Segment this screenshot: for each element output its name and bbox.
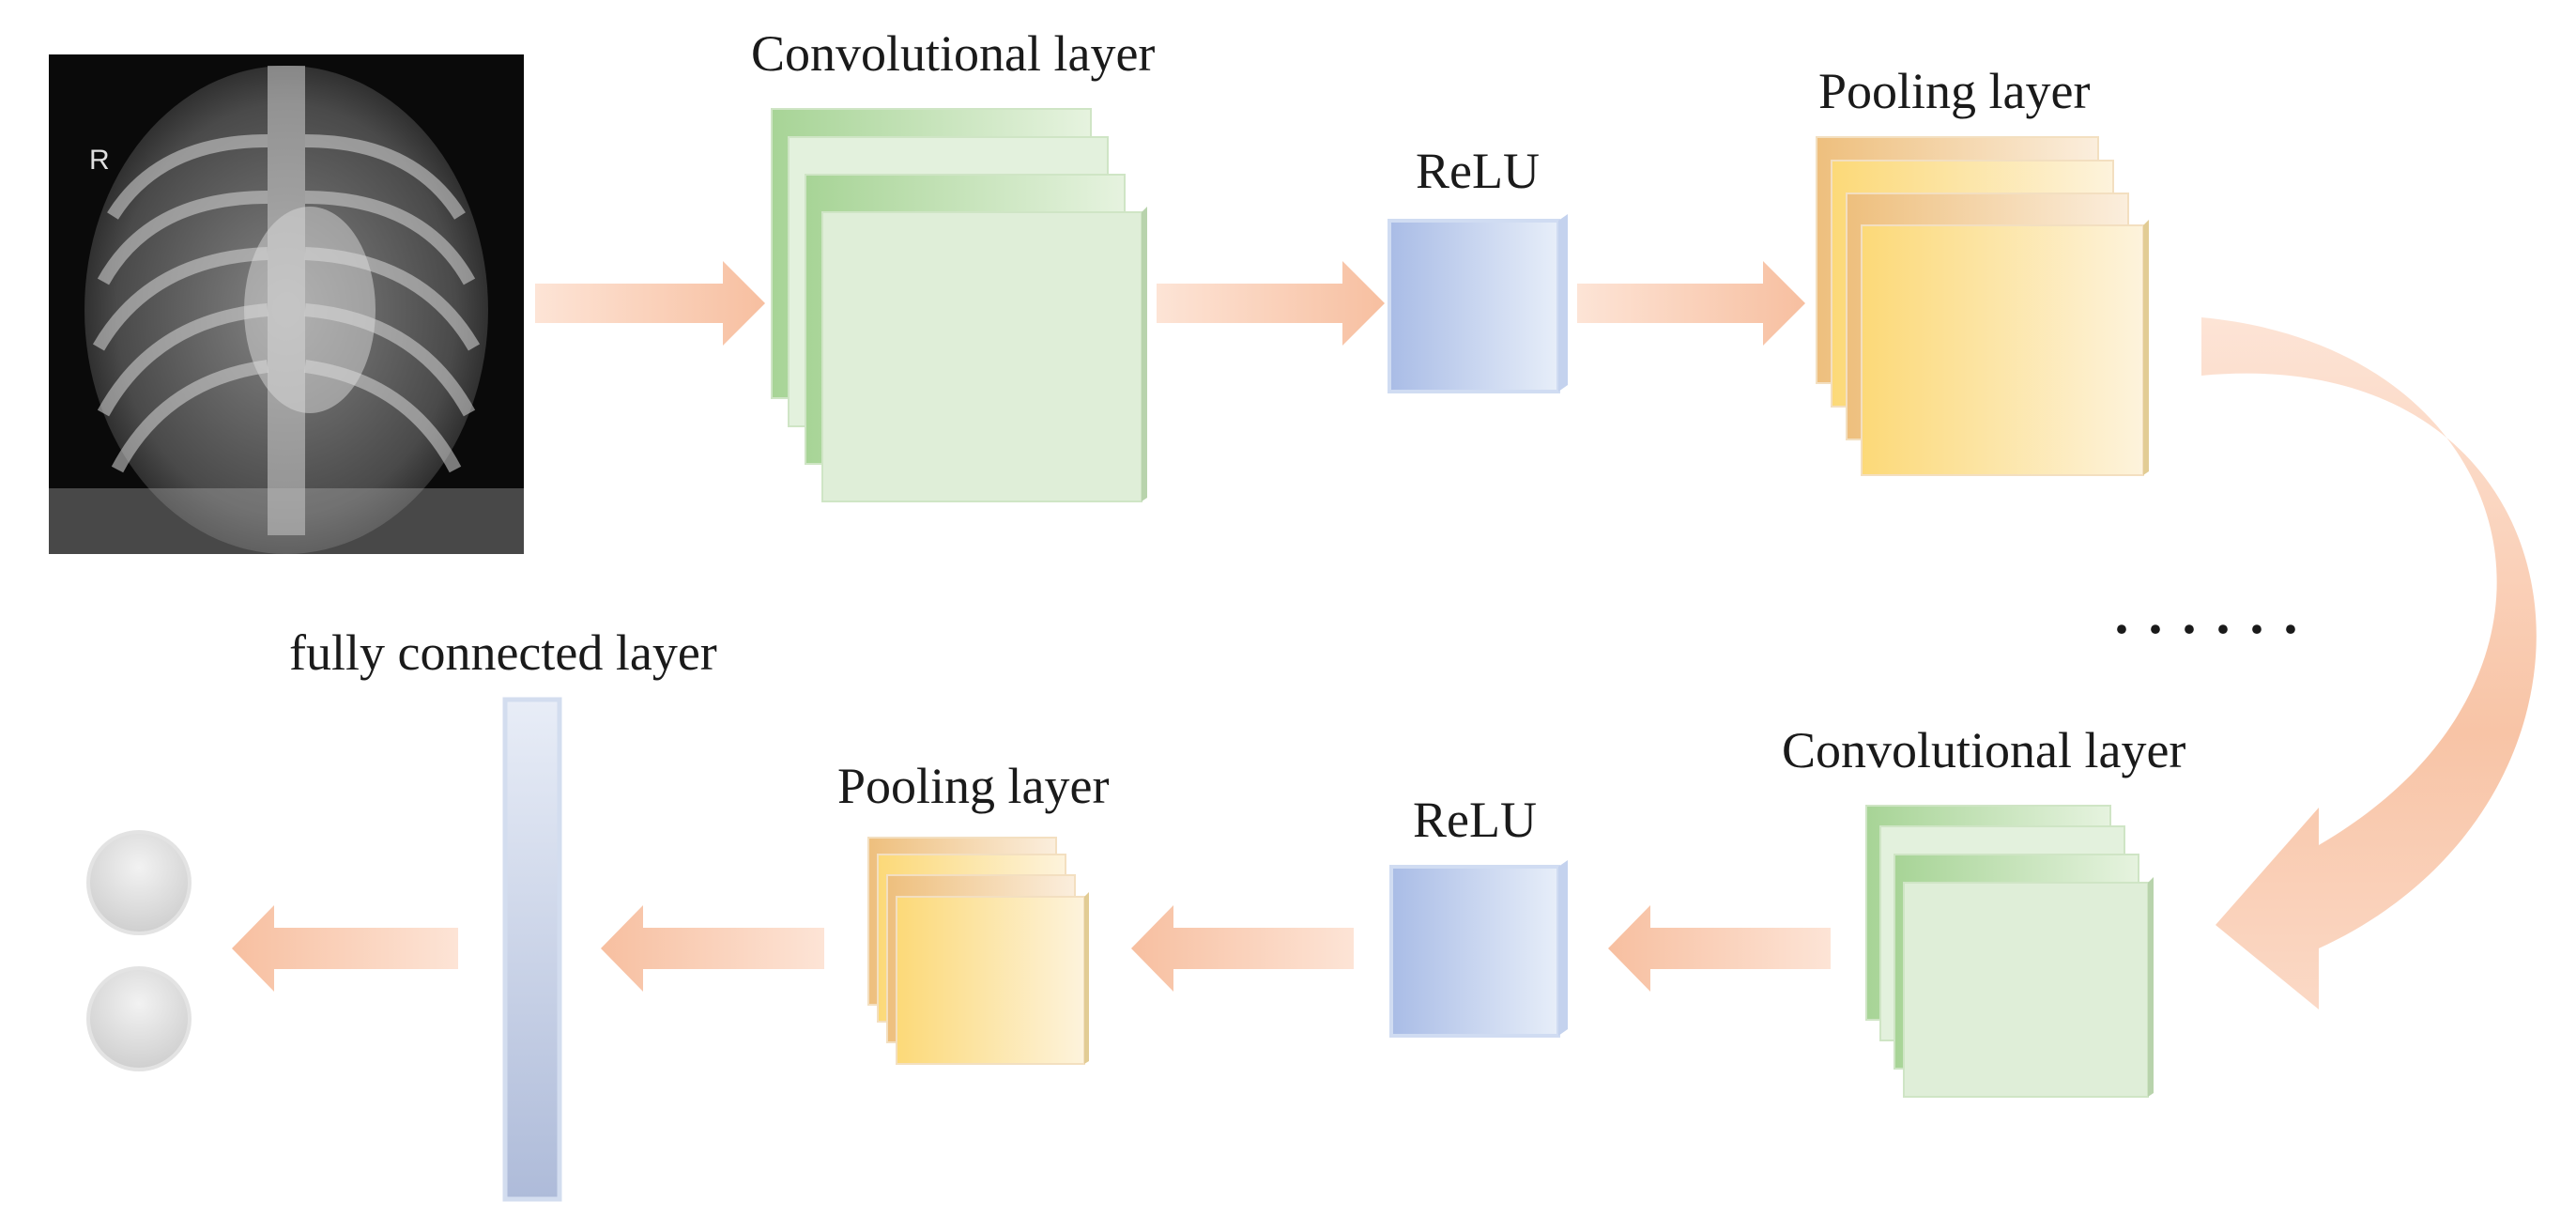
output-node-2 [86, 966, 192, 1071]
label-pooling-layer-top: Pooling layer [1818, 63, 2091, 119]
chest-xray-image: R [49, 54, 524, 554]
arrow-right-2 [1157, 261, 1385, 346]
pooling-layer-bottom-stack [867, 837, 1089, 1065]
pooling-layer-top-stack [1816, 136, 2149, 476]
arrow-left-4 [232, 905, 458, 992]
label-relu-top: ReLU [1416, 143, 1540, 199]
curved-arrow [2201, 317, 2537, 1009]
fully-connected-bar [502, 697, 562, 1202]
label-conv-layer-bottom: Convolutional layer [1782, 722, 2186, 778]
conv-layer-bottom-stack [1865, 805, 2154, 1098]
arrow-right-1 [535, 261, 765, 346]
relu-bottom-block [1389, 860, 1568, 1038]
xray-marker: R [89, 145, 110, 176]
label-conv-layer-top: Convolutional layer [751, 25, 1156, 82]
arrow-left-1 [1608, 905, 1831, 992]
label-relu-bottom: ReLU [1413, 792, 1537, 848]
output-nodes [86, 830, 192, 1071]
relu-top-block [1388, 214, 1568, 393]
label-ellipsis: ······ [2112, 598, 2316, 660]
label-pooling-layer-bottom: Pooling layer [837, 758, 1110, 814]
arrow-right-3 [1577, 261, 1805, 346]
arrow-left-2 [1131, 905, 1354, 992]
output-node-1 [86, 830, 192, 935]
label-fully-connected: fully connected layer [289, 624, 717, 681]
conv-layer-top-stack [771, 108, 1147, 502]
arrow-left-3 [601, 905, 824, 992]
